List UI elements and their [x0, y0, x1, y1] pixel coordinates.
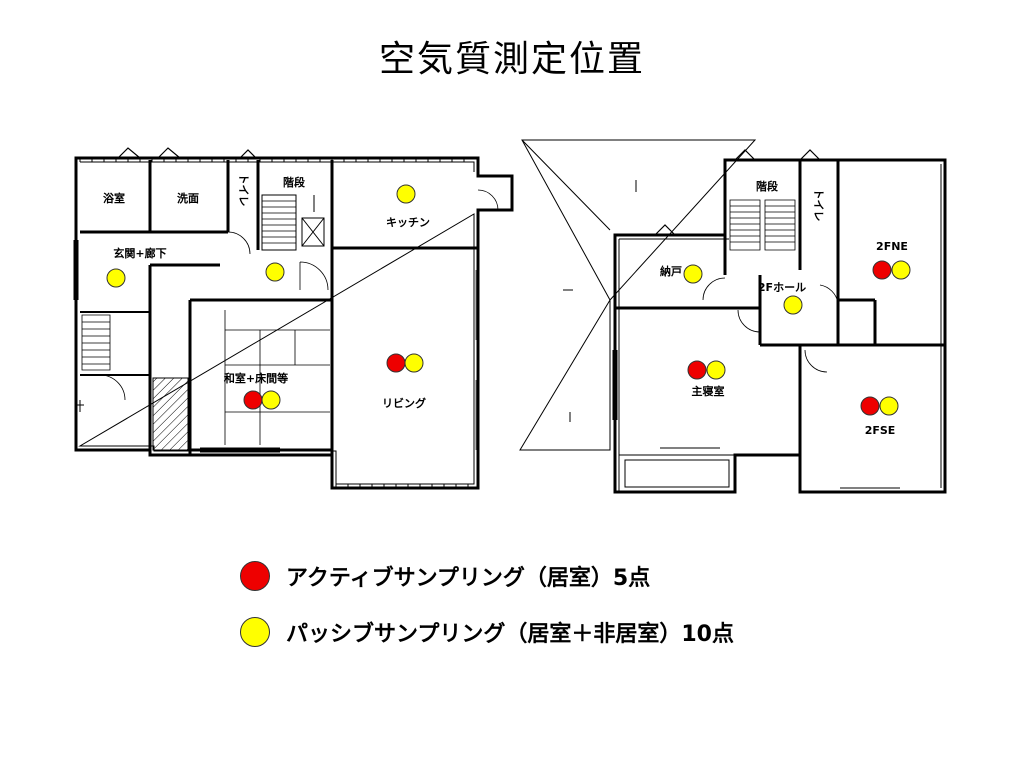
passive-point-closet: [683, 264, 703, 284]
room-label-washroom: 洗面: [177, 191, 199, 205]
legend-passive-label: パッシブサンプリング（居室＋非居室）10点: [286, 622, 734, 647]
passive-point-2fse: [879, 396, 899, 416]
legend-passive: パッシブサンプリング（居室＋非居室）10点: [240, 616, 734, 648]
passive-point-2f-hall: [783, 295, 803, 315]
room-label-toilet: トイレ: [237, 174, 250, 207]
active-point-japanese: [243, 390, 263, 410]
sampling-points: [106, 184, 911, 416]
passive-point-master: [706, 360, 726, 380]
active-point-living: [386, 353, 406, 373]
passive-point-living: [404, 353, 424, 373]
room-label-2fne: 2FNE: [876, 240, 908, 253]
passive-point-hallway: [265, 262, 285, 282]
active-point-master: [687, 360, 707, 380]
legend-red-circle-icon: [240, 561, 270, 591]
room-label-master: 主寝室: [692, 384, 725, 398]
room-label-entrance: 玄関+廊下: [113, 246, 166, 260]
passive-point-japanese: [261, 390, 281, 410]
active-point-2fse: [860, 396, 880, 416]
room-label-japanese: 和室+床間等: [224, 371, 288, 385]
second-floor-plan: [519, 139, 947, 494]
passive-point-2fne: [891, 260, 911, 280]
active-point-2fne: [872, 260, 892, 280]
room-label-2f-hall: 2Fホール: [758, 281, 806, 294]
legend-active-label: アクティブサンプリング（居室）5点: [286, 566, 651, 591]
room-label-closet: 納戸: [660, 264, 682, 278]
room-label-toilet-2f: トイレ: [812, 189, 825, 222]
room-label-kitchen: キッチン: [386, 216, 430, 229]
passive-point-kitchen: [396, 184, 416, 204]
room-label-2fse: 2FSE: [865, 424, 896, 437]
legend-active: アクティブサンプリング（居室）5点: [240, 560, 650, 592]
first-floor-plan: [73, 147, 514, 490]
room-label-stairs-2f: 階段: [756, 179, 778, 193]
room-label-bath: 浴室: [103, 191, 125, 205]
legend-yellow-circle-icon: [240, 617, 270, 647]
room-label-stairs-1f: 階段: [283, 175, 305, 189]
passive-point-entrance: [106, 268, 126, 288]
room-label-living: リビング: [382, 396, 426, 410]
page-title: 空気質測定位置: [378, 39, 645, 80]
